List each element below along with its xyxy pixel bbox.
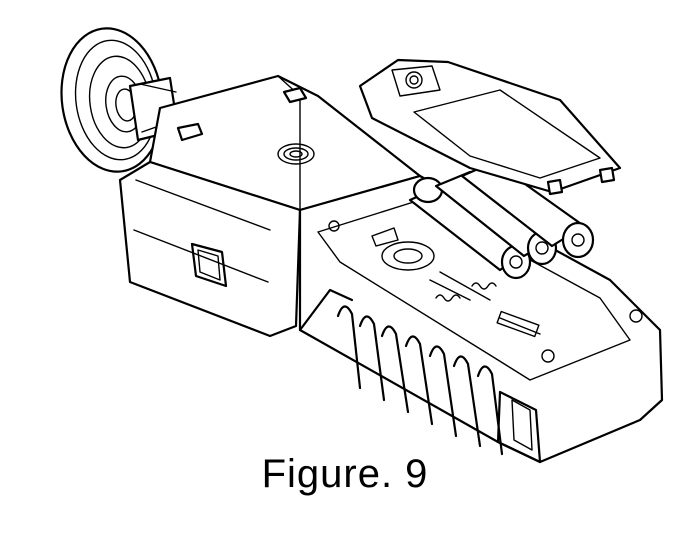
grip-ribs-icon: [298, 288, 542, 464]
figure-caption: Figure. 9: [261, 452, 429, 496]
meter-body-icon: [118, 74, 422, 338]
battery-icon: [408, 160, 595, 280]
battery-cover-icon: [358, 58, 622, 196]
